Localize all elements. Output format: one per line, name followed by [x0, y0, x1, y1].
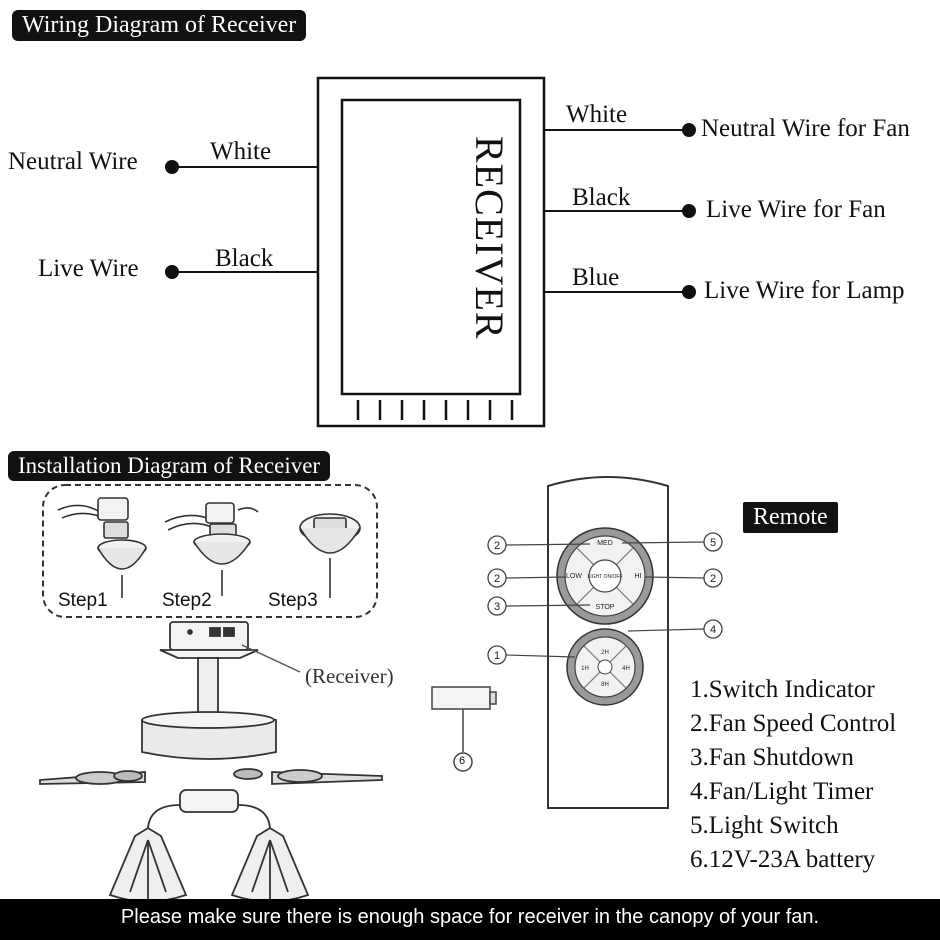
speed-control-pad: MED LOW HI STOP LIGHT ON/OFF	[556, 527, 654, 625]
live-input-dot	[165, 265, 179, 279]
neutral-wire-color: White	[210, 138, 272, 165]
legend-item: 2.Fan Speed Control	[690, 710, 897, 737]
step3-label: Step3	[268, 590, 318, 611]
legend-item: 6.12V-23A battery	[690, 846, 876, 873]
live-lamp-wire-color: Blue	[572, 264, 620, 291]
wiring-diagram-title: Wiring Diagram of Receiver	[12, 10, 307, 41]
remote-title: Remote	[743, 502, 838, 533]
remote-callout-lines	[505, 541, 705, 658]
remote-timer-2h: 2H	[601, 650, 609, 656]
step1-label: Step1	[58, 590, 108, 611]
callout-right-3: 4	[710, 624, 716, 636]
steps-frame	[42, 484, 378, 618]
receiver-callout-line	[241, 644, 301, 673]
neutral-wire-label: Neutral Wire	[8, 148, 138, 175]
ceiling-fan-illustration	[39, 621, 383, 903]
receiver-label: RECEIVER	[467, 136, 512, 340]
callout-left-1: 2	[494, 540, 500, 552]
step2-label: Step2	[162, 590, 212, 611]
legend-item: 4.Fan/Light Timer	[690, 778, 874, 805]
remote-button-stop: STOP	[596, 604, 615, 611]
remote-callout-circles	[487, 532, 723, 665]
callout-right-2: 2	[710, 573, 716, 585]
footer-notice: Please make sure there is enough space f…	[0, 899, 940, 940]
live-lamp-dot	[682, 285, 696, 299]
remote-button-med: MED	[597, 540, 613, 547]
legend-item: 3.Fan Shutdown	[690, 744, 854, 771]
live-fan-wire-color: Black	[572, 184, 631, 211]
remote-button-low: LOW	[566, 573, 582, 580]
callout-right-1: 5	[710, 537, 716, 549]
remote-timer-8h: 8H	[601, 682, 609, 688]
step1-illustration	[57, 497, 147, 598]
step2-illustration	[164, 502, 259, 596]
remote-button-light: LIGHT ON/OFF	[588, 574, 623, 580]
neutral-fan-wire-color: White	[566, 101, 628, 128]
neutral-fan-label: Neutral Wire for Fan	[701, 115, 910, 142]
battery-illustration	[431, 686, 497, 772]
live-fan-label: Live Wire for Fan	[706, 196, 886, 223]
callout-left-2: 2	[494, 573, 500, 585]
callout-left-4: 1	[494, 650, 500, 662]
timer-control-pad: 2H 1H 4H 8H	[566, 628, 644, 706]
legend-item: 1.Switch Indicator	[690, 676, 875, 703]
receiver-callout-label: (Receiver)	[305, 664, 394, 688]
legend-item: 5.Light Switch	[690, 812, 839, 839]
step3-illustration	[299, 513, 361, 598]
remote-timer-1h: 1H	[581, 666, 589, 672]
live-fan-dot	[682, 204, 696, 218]
receiver-outer-box	[316, 76, 546, 428]
battery-callout-number: 6	[459, 755, 466, 767]
installation-diagram-title: Installation Diagram of Receiver	[8, 451, 331, 481]
remote-timer-4h: 4H	[622, 666, 630, 672]
receiver-inner-box	[340, 98, 522, 396]
live-wire-label: Live Wire	[38, 255, 139, 282]
neutral-fan-dot	[682, 123, 696, 137]
live-wire-color: Black	[215, 245, 274, 272]
remote-button-hi: HI	[635, 573, 642, 580]
neutral-input-dot	[165, 160, 179, 174]
callout-left-3: 3	[494, 601, 500, 613]
receiver-pins	[356, 400, 514, 420]
live-lamp-label: Live Wire for Lamp	[704, 277, 905, 304]
